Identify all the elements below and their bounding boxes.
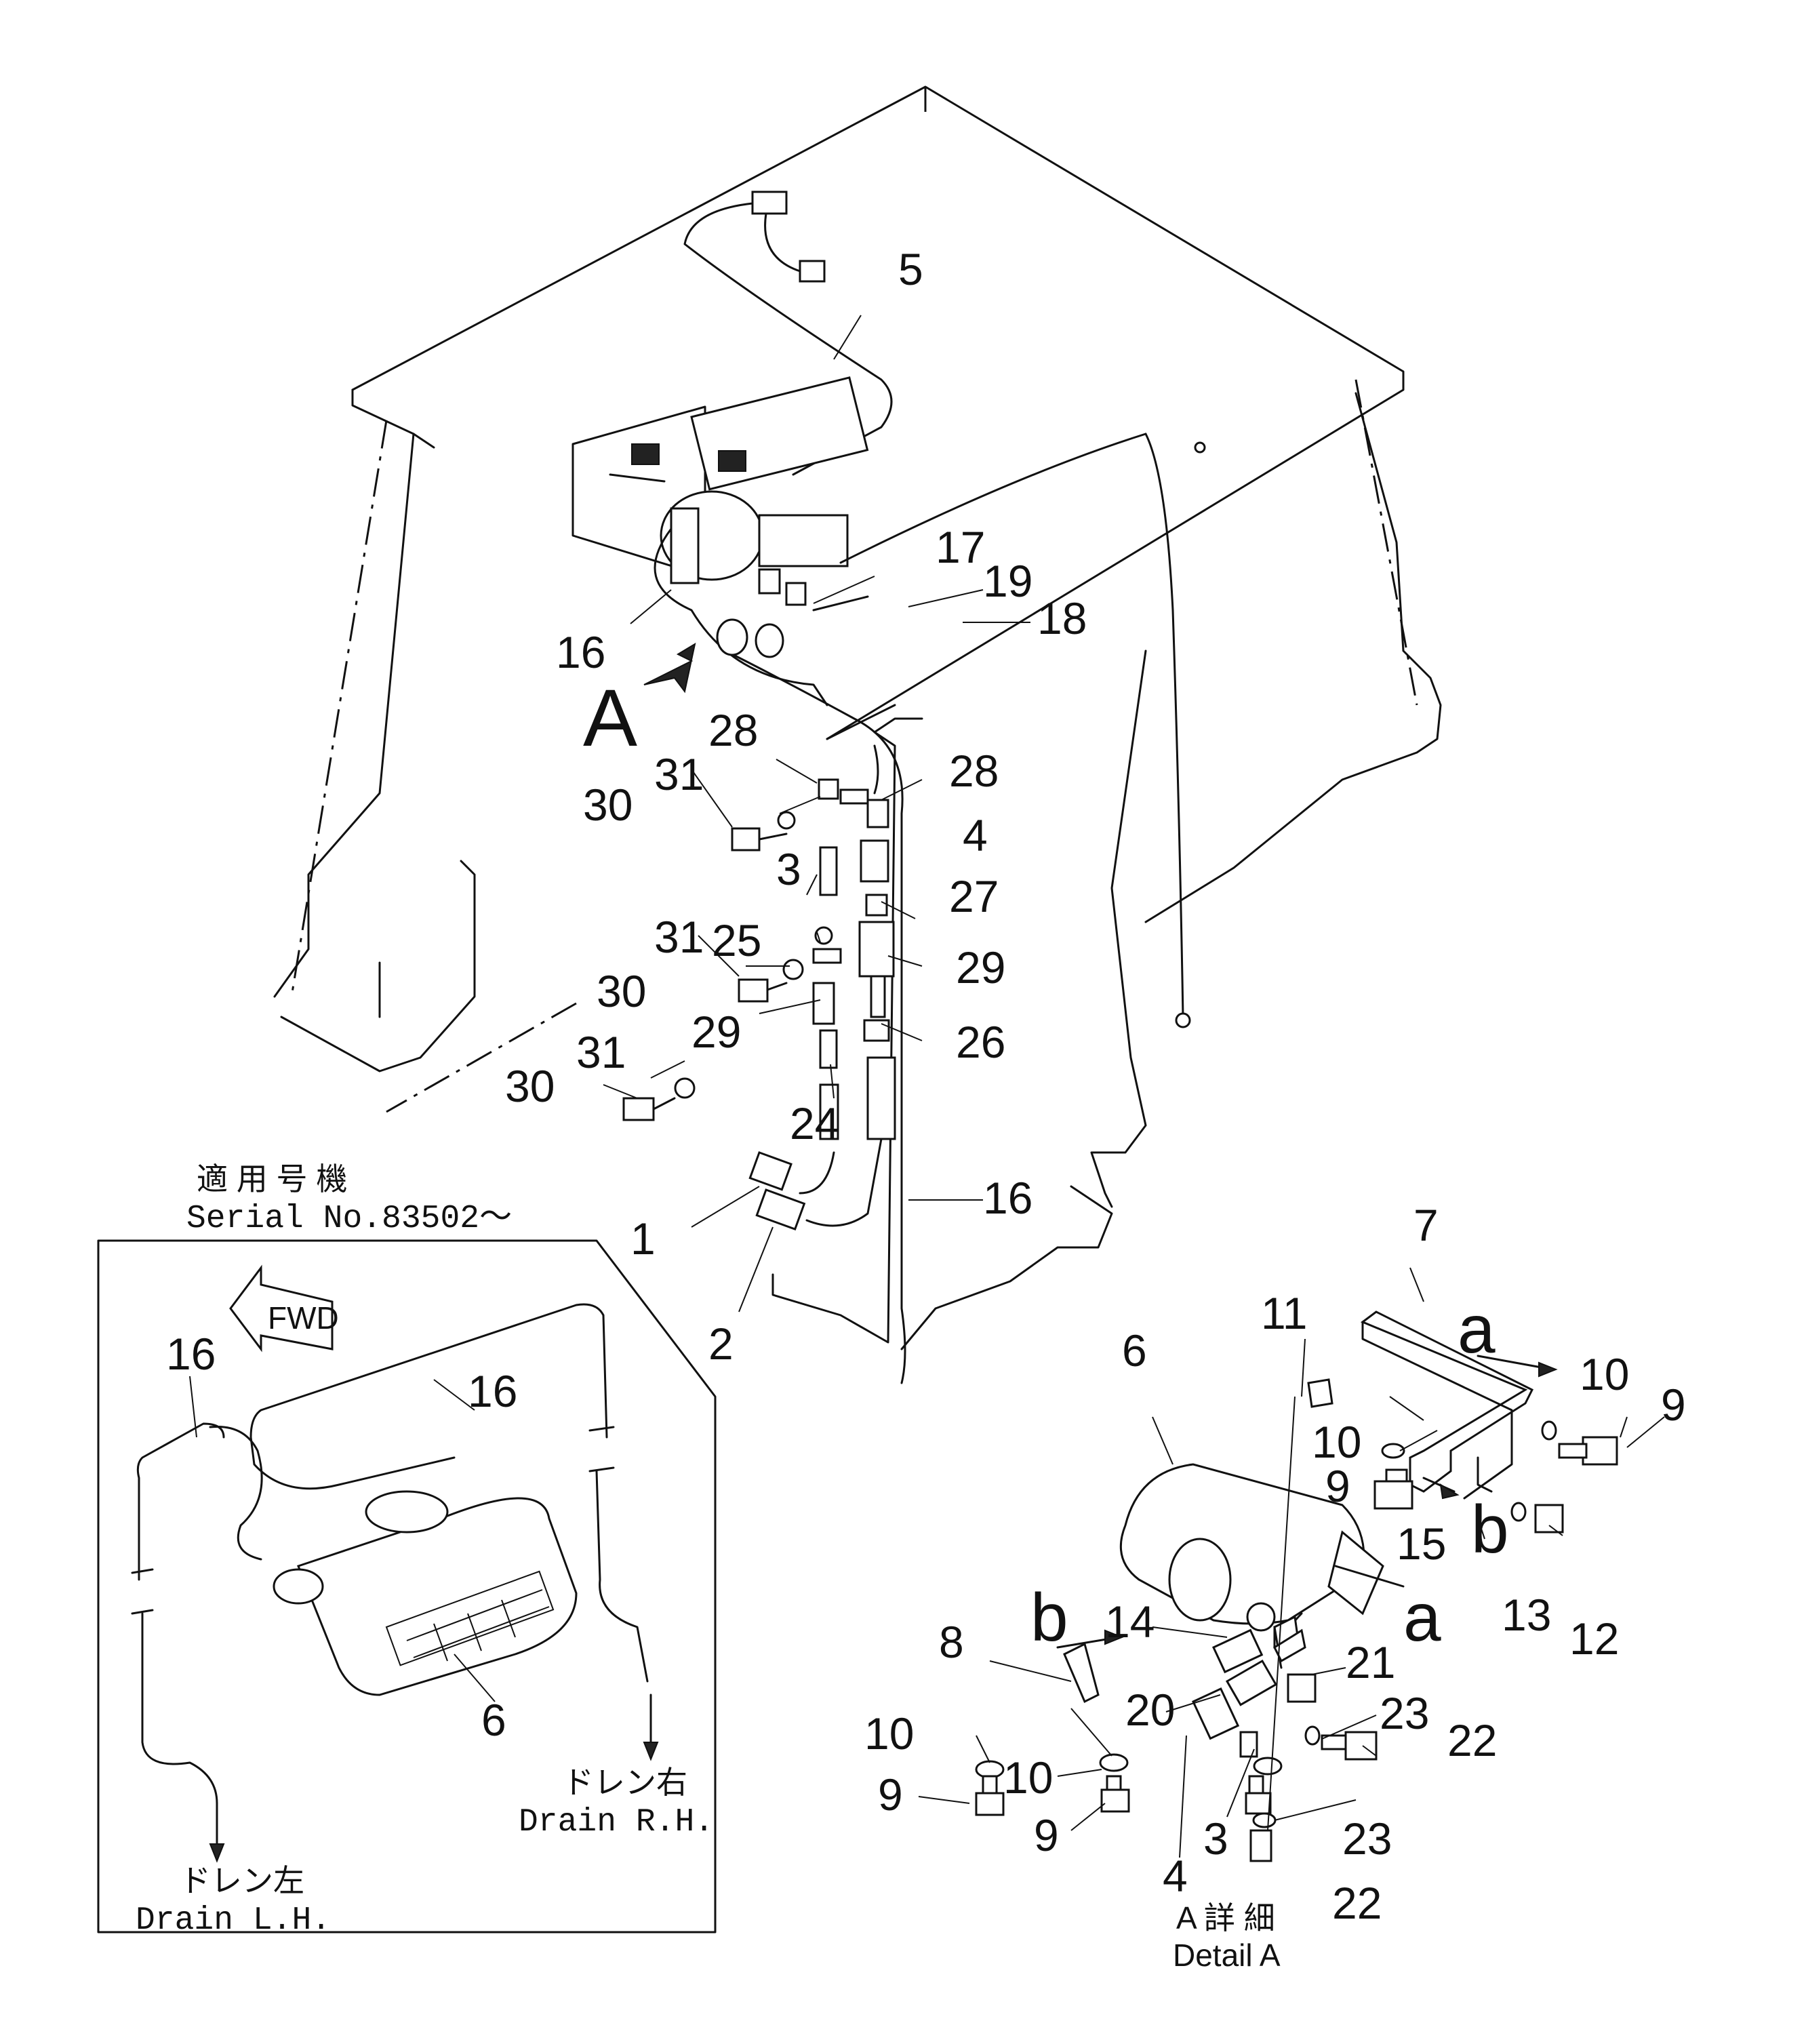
label-19: 19 (983, 556, 1032, 606)
detail-label-11: 11 (1261, 1288, 1308, 1338)
drain-rh-jp: ドレン右 (563, 1765, 687, 1800)
label-28-left: 28 (708, 705, 758, 755)
inset-hoses (131, 1303, 649, 1805)
detail-label-10-mid: 10 (1312, 1417, 1361, 1467)
inset-label-16-top: 16 (468, 1366, 517, 1416)
detail-section-a-top: a (1458, 1291, 1496, 1367)
detail-label-10-right: 10 (1580, 1349, 1629, 1399)
label-30-low: 30 (505, 1061, 555, 1111)
detail-label-10-left: 10 (864, 1708, 914, 1759)
fwd-arrow (229, 1264, 334, 1352)
inset-jp-heading: 適 用 号 機 (197, 1161, 347, 1197)
view-arrow-A (643, 642, 696, 694)
label-31-low: 31 (576, 1027, 626, 1077)
inset-heater-unit-6 (273, 1490, 578, 1702)
drain-lh-jp: ドレン左 (180, 1863, 304, 1898)
label-26: 26 (956, 1017, 1005, 1067)
label-30-top: 30 (583, 780, 633, 830)
detail-hoses (1192, 1626, 1317, 1758)
detail-label-3: 3 (1203, 1813, 1228, 1864)
inset-serial: Serial No.83502～ (186, 1201, 512, 1237)
inset-label-16-left: 16 (166, 1329, 216, 1379)
detail-label-22-lower: 22 (1332, 1878, 1382, 1928)
inset-serial-box (97, 1239, 717, 1933)
label-24: 24 (790, 1098, 839, 1148)
label-28-right: 28 (949, 746, 999, 796)
inset-vent-grille (385, 1570, 555, 1666)
detail-bolts (975, 1420, 1618, 1862)
label-2: 2 (708, 1319, 734, 1369)
detail-label-9-center: 9 (1034, 1810, 1059, 1860)
inset-leaders (189, 1376, 475, 1438)
heater-unit (571, 376, 1206, 1028)
label-16-upper: 16 (556, 627, 605, 677)
detail-label-22-upper: 22 (1447, 1715, 1497, 1765)
label-17: 17 (936, 522, 985, 572)
label-25: 25 (712, 915, 761, 965)
detail-label-23-upper: 23 (1380, 1688, 1429, 1738)
detail-label-21: 21 (1346, 1637, 1395, 1687)
label-4: 4 (963, 810, 988, 860)
detail-label-9-left: 9 (878, 1769, 903, 1820)
detail-label-7: 7 (1413, 1200, 1439, 1250)
label-1: 1 (630, 1214, 656, 1264)
detail-bracket-7 (1361, 1310, 1534, 1500)
label-31-top: 31 (654, 749, 704, 799)
label-27: 27 (949, 871, 999, 921)
fittings-stack (622, 778, 896, 1231)
detail-leaders (918, 1267, 1665, 1858)
label-16-lower: 16 (983, 1173, 1032, 1223)
wire-harness-5 (683, 191, 893, 476)
detail-label-23-lower: 23 (1342, 1813, 1392, 1864)
detail-section-a-right: a (1403, 1580, 1441, 1656)
label-3: 3 (776, 844, 801, 894)
label-18: 18 (1037, 593, 1087, 643)
drain-lh: Drain L.H. (136, 1902, 331, 1939)
detail-label-12: 12 (1569, 1614, 1619, 1664)
detail-section-b-right: b (1471, 1491, 1509, 1567)
detail-label-14: 14 (1105, 1597, 1155, 1647)
cab-outline (273, 85, 1442, 1350)
detail-label-13: 13 (1502, 1590, 1551, 1640)
detail-section-arrows (1056, 1355, 1558, 1649)
hoses-16 (654, 527, 906, 1384)
fwd-label: FWD (268, 1300, 339, 1336)
label-29-right: 29 (956, 942, 1005, 993)
detail-label-8: 8 (939, 1617, 964, 1667)
drain-rh: Drain R.H. (519, 1804, 714, 1841)
leaders-main (603, 315, 1030, 1312)
drain-arrows (209, 1694, 659, 1863)
detail-section-b-left: b (1030, 1580, 1068, 1656)
detail-title: Detail A (1173, 1938, 1281, 1973)
detail-label-10-center: 10 (1003, 1752, 1053, 1803)
detail-label-9-right: 9 (1661, 1380, 1686, 1430)
label-29-left: 29 (691, 1007, 741, 1057)
label-30-mid: 30 (597, 966, 646, 1016)
detail-label-15: 15 (1397, 1519, 1446, 1569)
inset-label-6: 6 (481, 1695, 506, 1745)
detail-title-jp: A 詳 細 (1176, 1900, 1275, 1936)
detail-label-9-mid: 9 (1325, 1461, 1350, 1511)
detail-label-20: 20 (1125, 1685, 1175, 1735)
label-31-mid: 31 (654, 912, 704, 962)
detail-label-6: 6 (1122, 1325, 1147, 1376)
detail-label-4: 4 (1163, 1851, 1188, 1901)
label-5: 5 (898, 244, 923, 294)
label-view-A: A (583, 673, 637, 763)
